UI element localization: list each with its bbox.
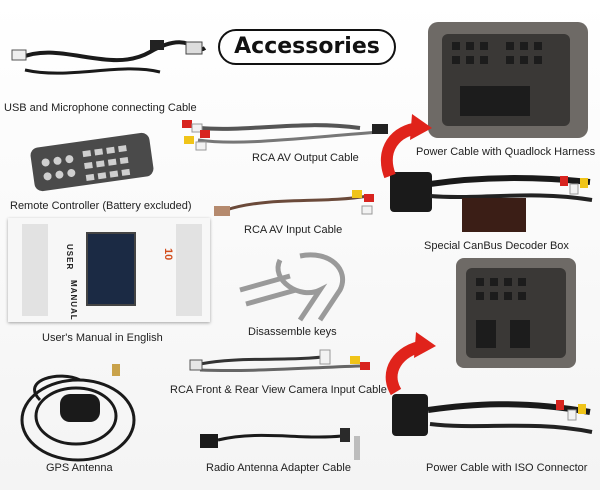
camera-cable-image xyxy=(189,349,370,373)
quadlock-harness-image xyxy=(390,22,593,212)
manual-bar-right xyxy=(176,224,202,316)
caption-iso: Power Cable with ISO Connector xyxy=(426,462,588,474)
radio-antenna-adapter-image xyxy=(200,428,360,460)
gps-antenna-image xyxy=(20,364,136,462)
manual-cover-text: USER xyxy=(65,244,74,271)
caption-camera: RCA Front & Rear View Camera Input Cable xyxy=(170,384,387,396)
caption-usb-mic: USB and Microphone connecting Cable xyxy=(4,102,197,114)
page-title: Accessories xyxy=(218,29,396,65)
caption-rca-output: RCA AV Output Cable xyxy=(252,152,359,164)
manual-screen-illustration xyxy=(86,232,136,306)
rca-output-cable-image xyxy=(182,120,388,151)
manual-bar-left xyxy=(22,224,48,316)
iso-harness-image xyxy=(392,258,593,436)
remote-controller-image xyxy=(30,132,154,192)
caption-manual: User's Manual in English xyxy=(42,332,163,344)
caption-keys: Disassemble keys xyxy=(248,326,337,338)
caption-quadlock: Power Cable with Quadlock Harness xyxy=(416,146,596,158)
manual-logo: 10 xyxy=(162,248,174,261)
manual-cover-text: MANUAL xyxy=(69,280,78,321)
caption-remote: Remote Controller (Battery excluded) xyxy=(10,200,192,212)
caption-radio: Radio Antenna Adapter Cable xyxy=(206,462,351,474)
user-manual-image: USER MANUAL 10 xyxy=(8,218,210,322)
rca-input-cable-image xyxy=(214,190,374,216)
usb-mic-cable-image xyxy=(11,40,207,75)
canbus-box-image xyxy=(462,198,526,232)
caption-gps: GPS Antenna xyxy=(46,462,113,474)
caption-rca-input: RCA AV Input Cable xyxy=(244,224,343,236)
caption-canbus: Special CanBus Decoder Box xyxy=(424,240,569,252)
disassemble-keys-image xyxy=(239,252,346,322)
